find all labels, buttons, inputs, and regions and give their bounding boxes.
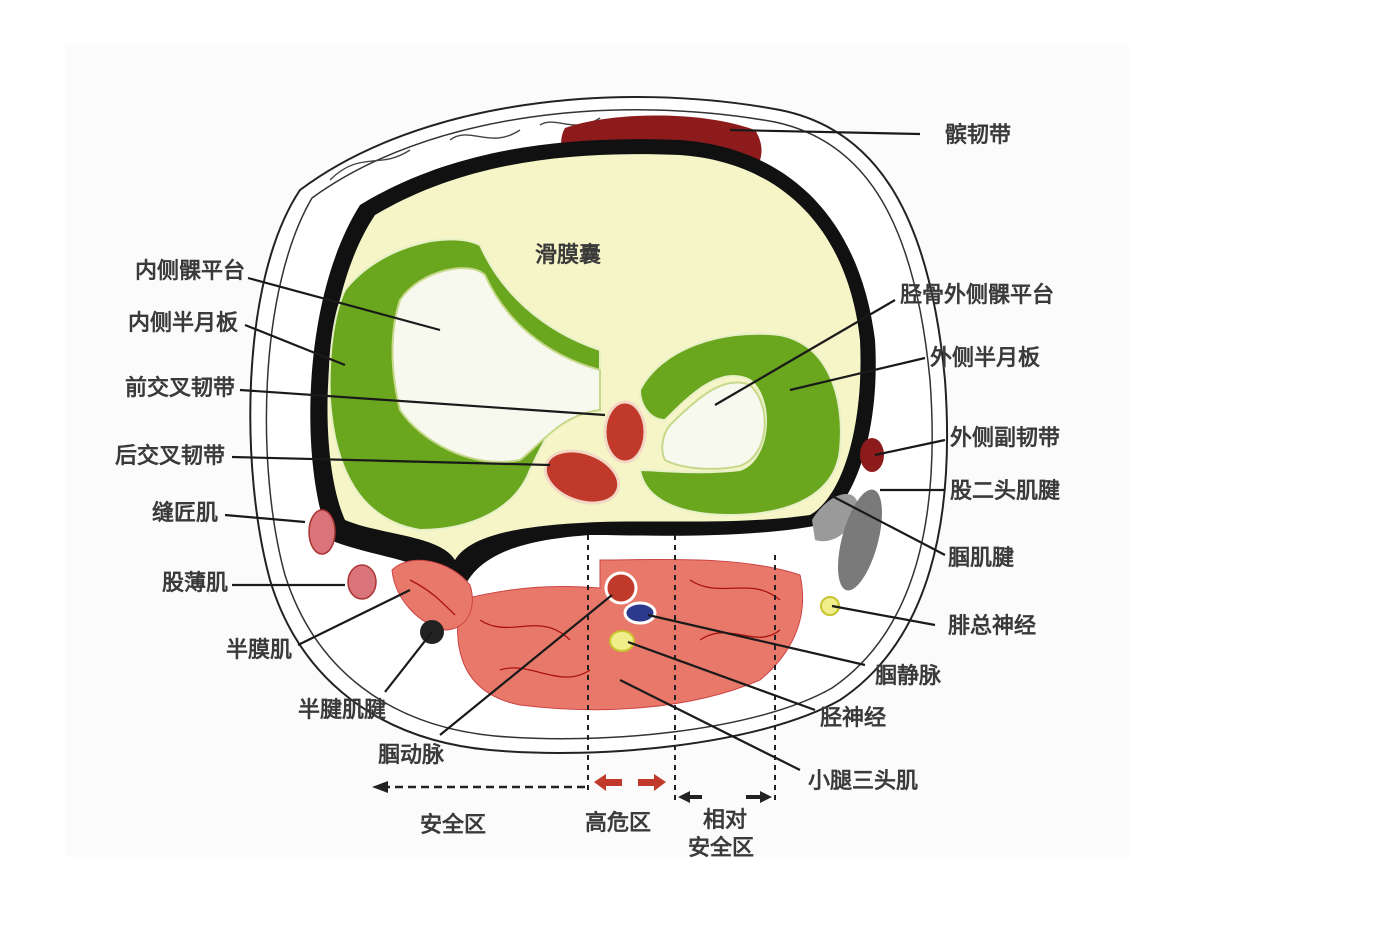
label-gracilis: 股薄肌: [162, 570, 228, 596]
leader-lines: [224, 128, 946, 771]
zone-dividers: [587, 535, 776, 800]
fascia-outline: [265, 109, 933, 740]
label-sartorius: 缝匠肌: [152, 500, 218, 526]
tibial-nerve: [609, 630, 635, 652]
lateral-meniscus: [638, 332, 842, 517]
popliteal-vein: [623, 601, 657, 625]
gracilis: [347, 564, 377, 600]
label-acl: 前交叉韧带: [125, 375, 235, 401]
lateral-tibial-plateau: [661, 381, 766, 470]
label-popliteus-tendon: 腘肌腱: [948, 545, 1015, 571]
biceps-femoris-tendon: [838, 489, 882, 591]
popliteal-artery: [604, 571, 638, 605]
common-peroneal-nerve: [820, 596, 840, 616]
safe-zone-arrow: [372, 781, 585, 793]
label-lateral-tibial-plateau: 胫骨外侧髁平台: [900, 282, 1054, 308]
label-synovial-bursa: 滑膜囊: [535, 242, 601, 268]
label-lateral-collateral-ligament: 外侧副韧带: [950, 425, 1060, 451]
lateral-collateral-ligament: [860, 438, 884, 472]
label-popliteal-vein: 腘静脉: [875, 663, 942, 689]
label-common-peroneal-nerve: 腓总神经: [948, 613, 1036, 639]
relative-safe-arrows: [678, 791, 772, 803]
label-semitendinosus-tendon: 半腱肌腱: [298, 697, 387, 723]
label-semimembranosus: 半膜肌: [226, 637, 292, 663]
anterior-cruciate-ligament: [603, 400, 647, 464]
high-risk-arrows: [594, 774, 666, 791]
label-tibial-nerve: 胫神经: [820, 705, 886, 731]
label-relative-safe-zone-2: 安全区: [688, 835, 754, 861]
label-lateral-meniscus: 外侧半月板: [930, 345, 1041, 371]
label-triceps-surae: 小腿三头肌: [808, 768, 918, 794]
label-relative-safe-zone-1: 相对: [703, 807, 747, 833]
label-high-risk-zone: 高危区: [585, 810, 651, 836]
medial-tibial-plateau: [391, 267, 601, 463]
label-biceps-femoris-tendon: 股二头肌腱: [950, 478, 1061, 504]
label-medial-tibial-plateau: 内侧髁平台: [135, 258, 245, 284]
label-pcl: 后交叉韧带: [115, 443, 225, 469]
label-safe-zone: 安全区: [420, 812, 486, 838]
label-popliteal-artery: 腘动脉: [378, 742, 445, 768]
label-patellar-ligament: 髌韧带: [945, 122, 1011, 148]
label-medial-meniscus: 内侧半月板: [128, 310, 239, 336]
muscle-vessels: [409, 579, 781, 678]
sartorius: [308, 509, 336, 555]
